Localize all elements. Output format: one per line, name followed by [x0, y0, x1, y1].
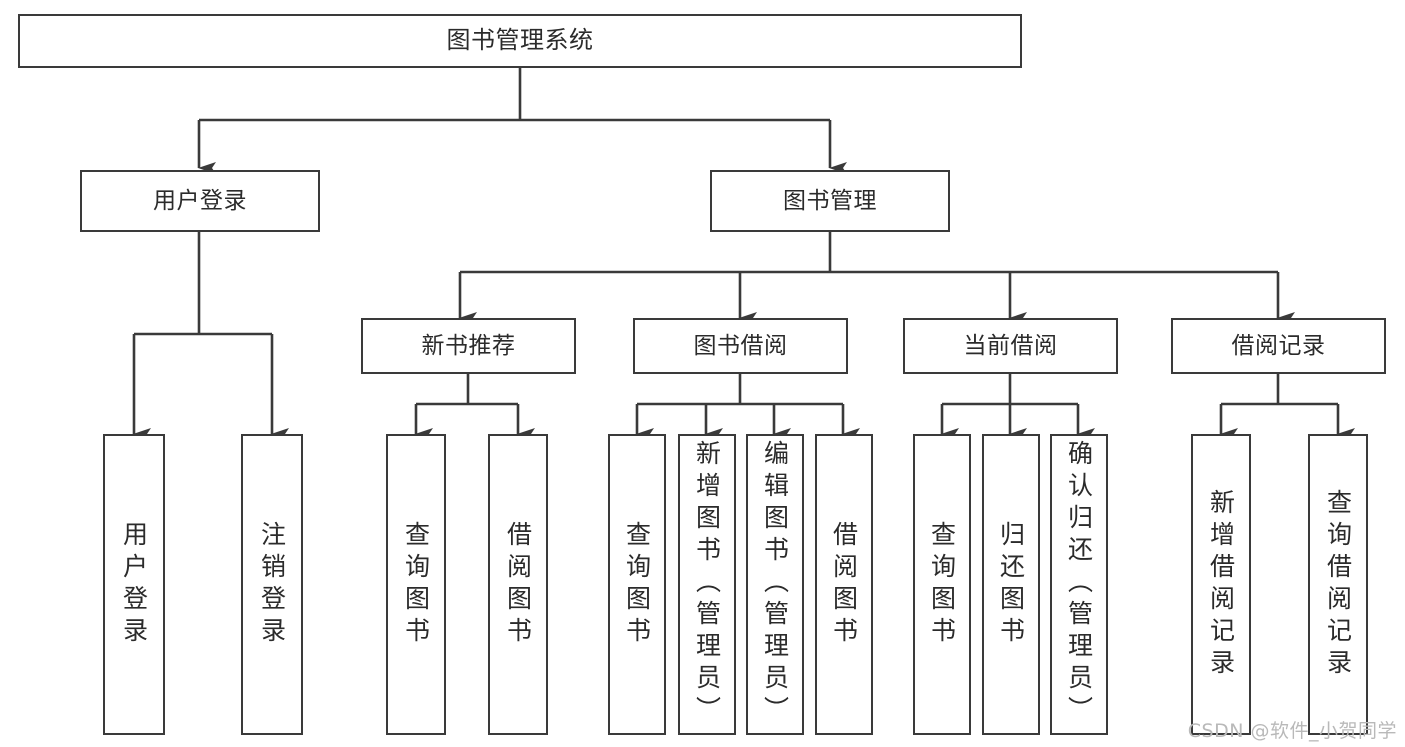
node-label: 图书借阅 — [693, 332, 788, 359]
leaf-borrow-lend-book[interactable]: 借阅图书 — [815, 434, 873, 735]
node-label: 借阅图书 — [503, 520, 533, 649]
node-label: 查询图书 — [401, 520, 431, 649]
leaf-current-confirm-return-admin[interactable]: 确认归还（管理员） — [1050, 434, 1108, 735]
csdn-watermark: CSDN @软件_小贺同学 — [1187, 720, 1397, 742]
leaf-borrow-edit-book-admin[interactable]: 编辑图书（管理员） — [746, 434, 804, 735]
node-label: 注销登录 — [257, 520, 287, 649]
node-label: 查询图书 — [622, 520, 652, 649]
node-label: 编辑图书（管理员） — [760, 440, 790, 728]
node-label: 查询图书 — [927, 520, 957, 649]
node-book-borrow[interactable]: 图书借阅 — [633, 318, 848, 374]
node-root-book-management-system[interactable]: 图书管理系统 — [18, 14, 1022, 68]
leaf-new-book-borrow-book[interactable]: 借阅图书 — [488, 434, 548, 735]
leaf-borrow-query-book[interactable]: 查询图书 — [608, 434, 666, 735]
node-borrow-record[interactable]: 借阅记录 — [1171, 318, 1386, 374]
node-label: 借阅记录 — [1231, 332, 1326, 359]
node-label: 查询借阅记录 — [1323, 488, 1353, 681]
node-label: 图书管理系统 — [446, 26, 594, 55]
leaf-record-query-borrow-record[interactable]: 查询借阅记录 — [1308, 434, 1368, 735]
node-user-login[interactable]: 用户登录 — [80, 170, 320, 232]
node-label: 用户登录 — [153, 187, 247, 214]
node-book-management[interactable]: 图书管理 — [710, 170, 950, 232]
node-label: 确认归还（管理员） — [1064, 440, 1094, 728]
node-label: 当前借阅 — [963, 332, 1058, 359]
leaf-current-return-book[interactable]: 归还图书 — [982, 434, 1040, 735]
node-label: 用户登录 — [119, 520, 149, 649]
node-label: 归还图书 — [996, 520, 1026, 649]
node-label: 借阅图书 — [829, 520, 859, 649]
node-new-book-recommendation[interactable]: 新书推荐 — [361, 318, 576, 374]
leaf-user-login[interactable]: 用户登录 — [103, 434, 165, 735]
node-current-borrow[interactable]: 当前借阅 — [903, 318, 1118, 374]
leaf-new-book-query-book[interactable]: 查询图书 — [386, 434, 446, 735]
node-label: 新书推荐 — [421, 332, 516, 359]
leaf-current-query-book[interactable]: 查询图书 — [913, 434, 971, 735]
node-label: 新增图书（管理员） — [692, 440, 722, 728]
leaf-record-add-borrow-record[interactable]: 新增借阅记录 — [1191, 434, 1251, 735]
node-label: 图书管理 — [783, 187, 877, 214]
node-label: 新增借阅记录 — [1206, 488, 1236, 681]
leaf-user-logout[interactable]: 注销登录 — [241, 434, 303, 735]
leaf-borrow-add-book-admin[interactable]: 新增图书（管理员） — [678, 434, 736, 735]
